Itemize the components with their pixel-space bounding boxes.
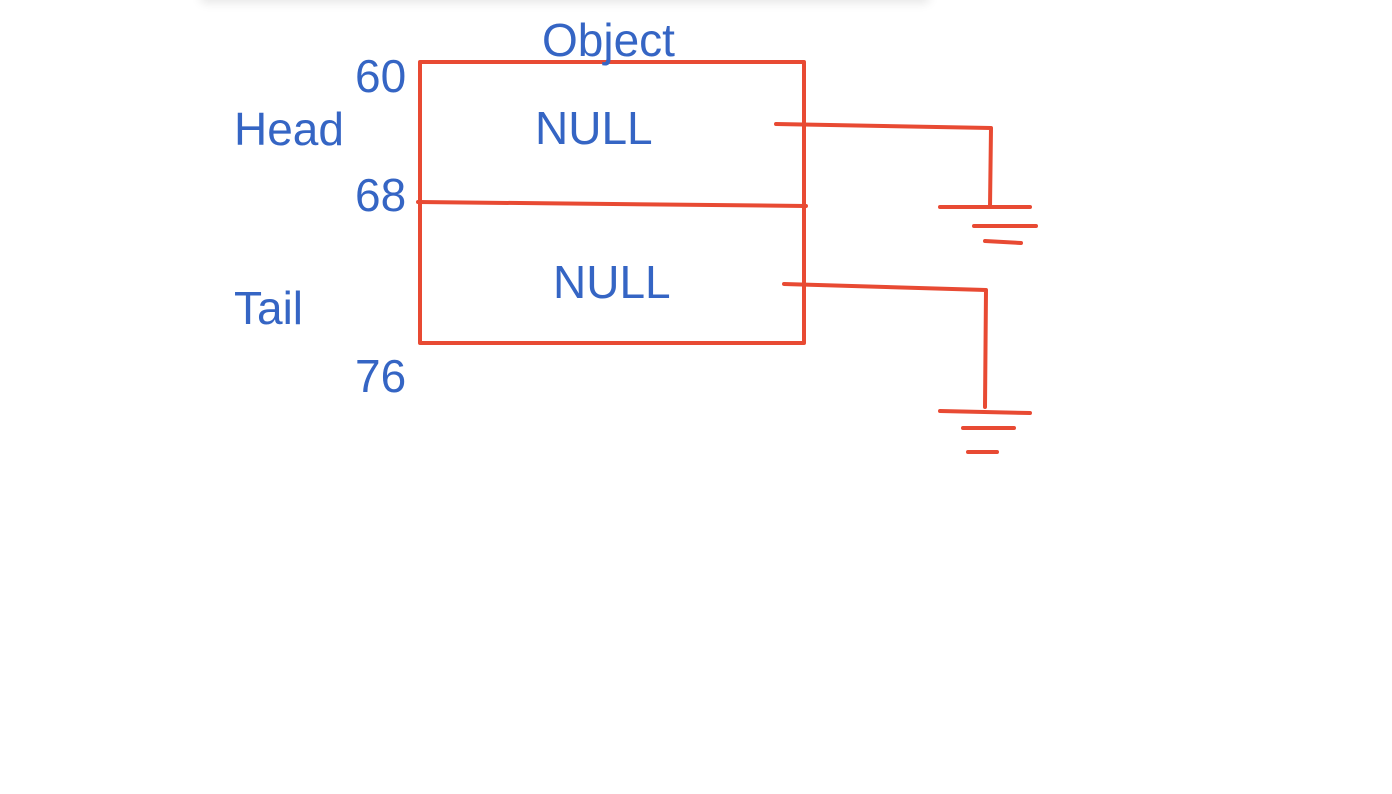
address-76-label: 76: [355, 350, 407, 402]
tail-field-label: Tail: [234, 282, 304, 334]
head-ground-symbol: [938, 205, 1038, 245]
head-pointer-line: [774, 122, 993, 209]
field-divider: [416, 200, 808, 208]
head-field-label: Head: [234, 103, 344, 155]
address-60-label: 60: [355, 50, 407, 102]
object-box: [418, 60, 806, 345]
tail-ground-symbol: [938, 409, 1032, 454]
head-null-value: NULL: [535, 102, 653, 154]
object-title: Object: [542, 14, 675, 66]
address-68-label: 68: [355, 169, 407, 221]
tail-null-value: NULL: [553, 256, 671, 308]
tail-pointer-line: [782, 282, 988, 409]
